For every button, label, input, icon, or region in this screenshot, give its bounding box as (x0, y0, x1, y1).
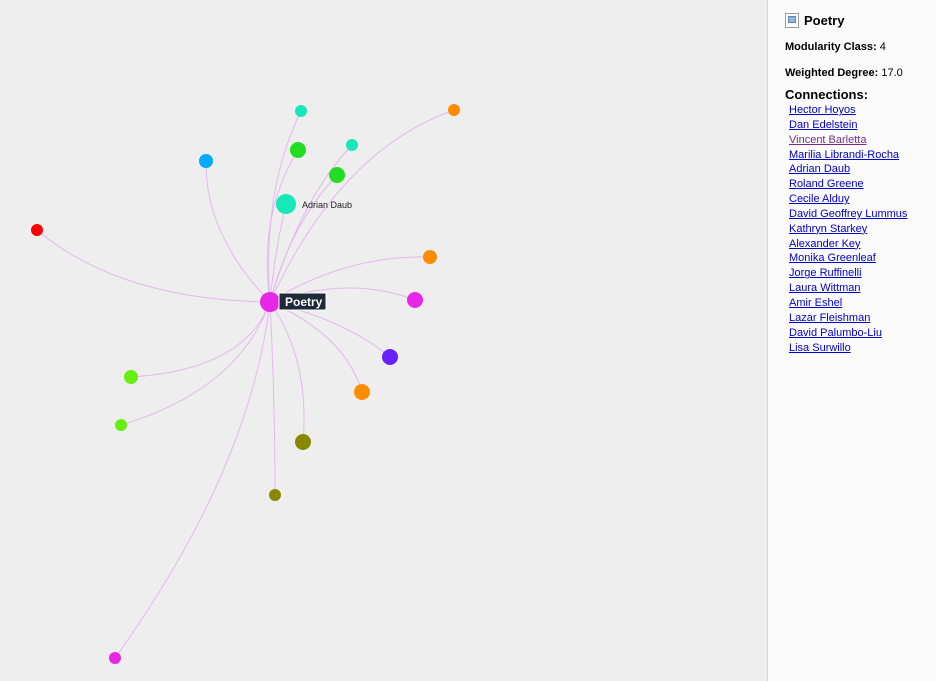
connection-link-laura-wittman[interactable]: Laura Wittman (789, 282, 861, 295)
node-hover-label: Adrian Daub (302, 200, 352, 210)
edge-dan-edelstein (269, 109, 455, 303)
weighted-degree-row: Weighted Degree: 17.0 (785, 67, 903, 79)
node-adrian-daub[interactable] (276, 194, 296, 214)
connection-link-marilia-librandi-rocha[interactable]: Marilia Librandi-Rocha (789, 148, 900, 161)
connection-item: David Geoffrey Lummus (789, 207, 907, 222)
connection-link-david-geoffrey-lummus[interactable]: David Geoffrey Lummus (789, 207, 908, 220)
node-info-panel: Poetry Modularity Class: 4 Weighted Degr… (767, 0, 936, 681)
connection-link-hector-hoyos[interactable]: Hector Hoyos (789, 104, 856, 116)
edge-marilia-librandi-rocha (266, 149, 299, 303)
connection-link-roland-greene[interactable]: Roland Greene (789, 178, 864, 191)
connection-item: Alexander Key (789, 237, 907, 252)
connection-item: Laura Wittman (789, 281, 907, 296)
connection-item: Monika Greenleaf (789, 251, 907, 266)
connection-item: David Palumbo-Liu (789, 326, 907, 341)
connection-item: Kathryn Starkey (789, 222, 907, 237)
connection-link-alexander-key[interactable]: Alexander Key (789, 237, 861, 250)
selected-node-label-background (278, 292, 327, 311)
modularity-class-label: Modularity Class: (785, 41, 877, 53)
node-david-geoffrey-lummus[interactable] (31, 224, 43, 236)
node-vincent-barletta[interactable] (199, 154, 213, 168)
edge-amir-eshel (120, 301, 271, 426)
edge-hector-hoyos (268, 110, 302, 303)
connection-item: Hector Hoyos (789, 103, 907, 118)
weighted-degree-value: 17.0 (881, 67, 903, 79)
selected-node-label: Poetry (285, 295, 323, 309)
connection-link-adrian-daub[interactable]: Adrian Daub (789, 163, 851, 176)
graph-nodes[interactable] (31, 104, 460, 664)
connection-item: Marilia Librandi-Rocha (789, 148, 907, 163)
node-marilia-librandi-rocha[interactable] (290, 142, 306, 158)
node-hector-hoyos[interactable] (295, 105, 307, 117)
node-amir-eshel[interactable] (115, 419, 127, 431)
node-kathryn-starkey[interactable] (423, 250, 437, 264)
node-laura-wittman[interactable] (124, 370, 138, 384)
panel-header: Poetry (785, 13, 844, 28)
weighted-degree-label: Weighted Degree: (785, 67, 879, 79)
network-graph-canvas[interactable]: Adrian Daub Poetry (0, 0, 767, 681)
edge-laura-wittman (130, 301, 271, 378)
node-roland-greene[interactable] (329, 167, 345, 183)
edge-lisa-surwillo (114, 301, 271, 659)
edge-roland-greene (269, 174, 338, 303)
connection-link-david-palumbo-liu[interactable]: David Palumbo-Liu (789, 326, 882, 339)
connection-item: Lisa Surwillo (789, 341, 907, 356)
connections-heading: Connections: (785, 87, 869, 102)
node-dan-edelstein[interactable] (448, 104, 460, 116)
connection-item: Jorge Ruffinelli (789, 266, 907, 281)
edge-lazar-fleishman (269, 301, 305, 443)
edge-david-palumbo-liu (269, 301, 276, 496)
modularity-class-row: Modularity Class: 4 (785, 41, 886, 53)
node-lisa-surwillo[interactable] (109, 652, 121, 664)
node-cecile-alduy[interactable] (346, 139, 358, 151)
edge-vincent-barletta (205, 160, 271, 303)
connection-item: Roland Greene (789, 177, 907, 192)
edge-adrian-daub (269, 203, 287, 303)
connection-link-amir-eshel[interactable]: Amir Eshel (789, 296, 843, 309)
connection-link-cecile-alduy[interactable]: Cecile Alduy (789, 193, 850, 206)
node-alexander-key[interactable] (407, 292, 423, 308)
connection-link-vincent-barletta[interactable]: Vincent Barletta (789, 133, 867, 146)
node-david-palumbo-liu[interactable] (269, 489, 281, 501)
node-jorge-ruffinelli[interactable] (354, 384, 370, 400)
node-lazar-fleishman[interactable] (295, 434, 311, 450)
connection-link-monika-greenleaf[interactable]: Monika Greenleaf (789, 252, 876, 265)
panel-title: Poetry (804, 13, 845, 28)
broken-image-icon (785, 13, 799, 28)
node-poetry-selected[interactable] (260, 292, 280, 312)
edge-cecile-alduy (269, 144, 353, 303)
connection-link-jorge-ruffinelli[interactable]: Jorge Ruffinelli (789, 267, 862, 280)
edge-david-geoffrey-lummus (36, 229, 271, 303)
connection-item: Amir Eshel (789, 296, 907, 311)
node-monika-greenleaf[interactable] (382, 349, 398, 365)
network-graph-svg[interactable]: Adrian Daub Poetry (0, 0, 767, 681)
connection-item: Lazar Fleishman (789, 311, 907, 326)
connection-item: Vincent Barletta (789, 133, 907, 148)
connection-item: Adrian Daub (789, 162, 907, 177)
graph-labels: Adrian Daub Poetry (278, 200, 352, 311)
edge-kathryn-starkey (269, 256, 431, 303)
connection-item: Cecile Alduy (789, 192, 907, 207)
connection-link-lisa-surwillo[interactable]: Lisa Surwillo (789, 341, 851, 354)
connection-link-kathryn-starkey[interactable]: Kathryn Starkey (789, 222, 868, 235)
connection-item: Dan Edelstein (789, 118, 907, 133)
connection-link-dan-edelstein[interactable]: Dan Edelstein (789, 118, 858, 131)
graph-edges (36, 109, 455, 659)
modularity-class-value: 4 (879, 41, 886, 53)
connection-link-lazar-fleishman[interactable]: Lazar Fleishman (789, 311, 871, 324)
